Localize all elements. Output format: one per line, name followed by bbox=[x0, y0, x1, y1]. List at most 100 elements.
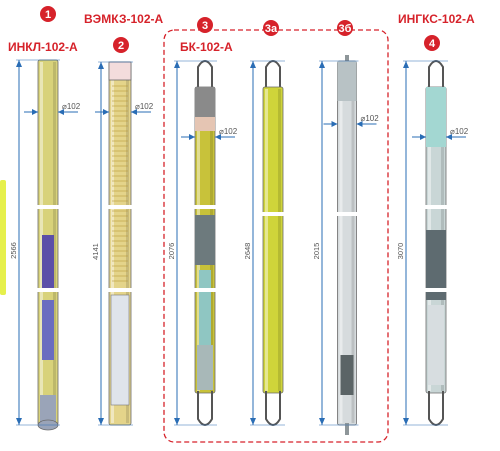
diameter-label: ⌀102 bbox=[135, 102, 154, 111]
number-badge bbox=[263, 20, 279, 36]
length-label: 3070 bbox=[396, 243, 405, 260]
section-break bbox=[191, 288, 219, 292]
tool-bottom bbox=[428, 305, 444, 385]
section-break bbox=[422, 288, 450, 292]
tool-shadow bbox=[351, 63, 355, 423]
arrow-icon bbox=[131, 109, 137, 115]
diameter-label: ⌀102 bbox=[219, 127, 238, 136]
tool-highlight bbox=[339, 63, 343, 423]
tool-top-loop bbox=[265, 60, 281, 89]
arrow-icon bbox=[446, 134, 452, 140]
arrow-icon bbox=[98, 418, 104, 425]
arrow-icon bbox=[331, 121, 338, 127]
tool-head bbox=[195, 87, 215, 117]
tool-highlight bbox=[111, 64, 114, 423]
arrow-icon bbox=[319, 61, 325, 68]
arrow-icon bbox=[174, 418, 180, 425]
tool-bottom-loop bbox=[197, 391, 213, 426]
arrow-icon bbox=[174, 61, 180, 68]
section-break bbox=[105, 288, 135, 292]
tool-head bbox=[337, 61, 357, 101]
tool-bottom-loop bbox=[265, 391, 281, 426]
badge-number: 4 bbox=[429, 38, 436, 50]
arrow-icon bbox=[420, 134, 426, 140]
arrow-icon bbox=[98, 62, 104, 69]
number-badge bbox=[113, 37, 129, 53]
arrow-icon bbox=[403, 61, 409, 68]
arrow-icon bbox=[215, 134, 221, 140]
arrow-icon bbox=[16, 60, 22, 67]
section-break bbox=[259, 212, 287, 216]
badge-number: 3 bbox=[202, 20, 208, 32]
tool-2: 4141 ⌀102 2 ВЭМКЗ-102-А bbox=[84, 12, 164, 426]
arrow-icon bbox=[356, 121, 363, 127]
sensor-section bbox=[42, 300, 54, 360]
diameter-label: ⌀102 bbox=[62, 102, 81, 111]
number-badge bbox=[424, 35, 440, 51]
tool-shadow bbox=[53, 62, 56, 423]
section-break bbox=[105, 205, 135, 209]
badge-number: 3б bbox=[339, 23, 352, 35]
tool-top-loop bbox=[428, 60, 444, 89]
window-section bbox=[199, 270, 211, 345]
tool-head bbox=[426, 87, 446, 147]
arrow-icon bbox=[32, 109, 38, 115]
section-break bbox=[333, 212, 361, 216]
section-break bbox=[191, 205, 219, 209]
tool-shadow bbox=[126, 64, 129, 423]
badge-number: 1 bbox=[45, 9, 51, 21]
tool-highlight bbox=[40, 62, 43, 423]
badge-number: 3а bbox=[265, 23, 278, 35]
diameter-label: ⌀102 bbox=[361, 114, 380, 123]
arrow-icon bbox=[103, 109, 109, 115]
length-label: 2648 bbox=[243, 243, 252, 260]
badge-number: 2 bbox=[118, 40, 124, 52]
length-label: 2566 bbox=[9, 242, 18, 259]
tool-title: ИНГКС-102-А bbox=[398, 12, 475, 26]
tool-bottom-rod bbox=[345, 423, 349, 435]
window-section bbox=[110, 294, 130, 406]
tool-title: БК-102-А bbox=[180, 40, 233, 54]
diameter-label: ⌀102 bbox=[450, 127, 469, 136]
tool-title: ИНКЛ-102-А bbox=[8, 40, 78, 54]
arrow-icon bbox=[189, 134, 195, 140]
sensor-section bbox=[42, 235, 54, 290]
tool-6: 3070 ⌀102 4 ИНГКС-102-А bbox=[396, 12, 475, 426]
tool-bottom-loop bbox=[428, 391, 444, 426]
section-break bbox=[34, 288, 62, 292]
tool-middle bbox=[426, 230, 446, 300]
tool-top-loop bbox=[197, 60, 213, 89]
group-frame-bk bbox=[163, 29, 389, 443]
tool-3: 2076 ⌀102 3БК-102-А bbox=[167, 17, 238, 426]
tool-bottom bbox=[197, 345, 213, 390]
tool-shadow bbox=[278, 89, 281, 391]
tools-layer: 2566⌀1021ИНКЛ-102-А4141⌀1022ВЭМКЗ-102-А2… bbox=[8, 6, 475, 435]
tool-band bbox=[195, 117, 215, 131]
tool-highlight bbox=[265, 89, 268, 391]
length-label: 2076 bbox=[167, 243, 176, 260]
section-break bbox=[422, 205, 450, 209]
tool-cap bbox=[108, 61, 132, 81]
arrow-icon bbox=[16, 418, 22, 425]
number-badge bbox=[40, 6, 56, 22]
section-break bbox=[34, 205, 62, 209]
arrow-icon bbox=[250, 61, 256, 68]
tool-5: 2015 ⌀102 3б bbox=[312, 20, 379, 435]
tool-title: ВЭМКЗ-102-А bbox=[84, 12, 164, 26]
length-label: 2015 bbox=[312, 243, 321, 260]
number-badge bbox=[337, 20, 353, 36]
tool-body bbox=[262, 86, 284, 394]
arrow-icon bbox=[250, 418, 256, 425]
arrow-icon bbox=[58, 109, 64, 115]
tool-bottom bbox=[40, 395, 56, 425]
number-badge bbox=[197, 17, 213, 33]
arrow-icon bbox=[403, 418, 409, 425]
length-label: 4141 bbox=[91, 243, 100, 260]
side-tab bbox=[0, 180, 6, 295]
arrow-icon bbox=[319, 418, 325, 425]
tool-bottom bbox=[340, 355, 354, 395]
tool-middle bbox=[195, 215, 215, 265]
tool-4: 2648 3а bbox=[243, 20, 287, 426]
